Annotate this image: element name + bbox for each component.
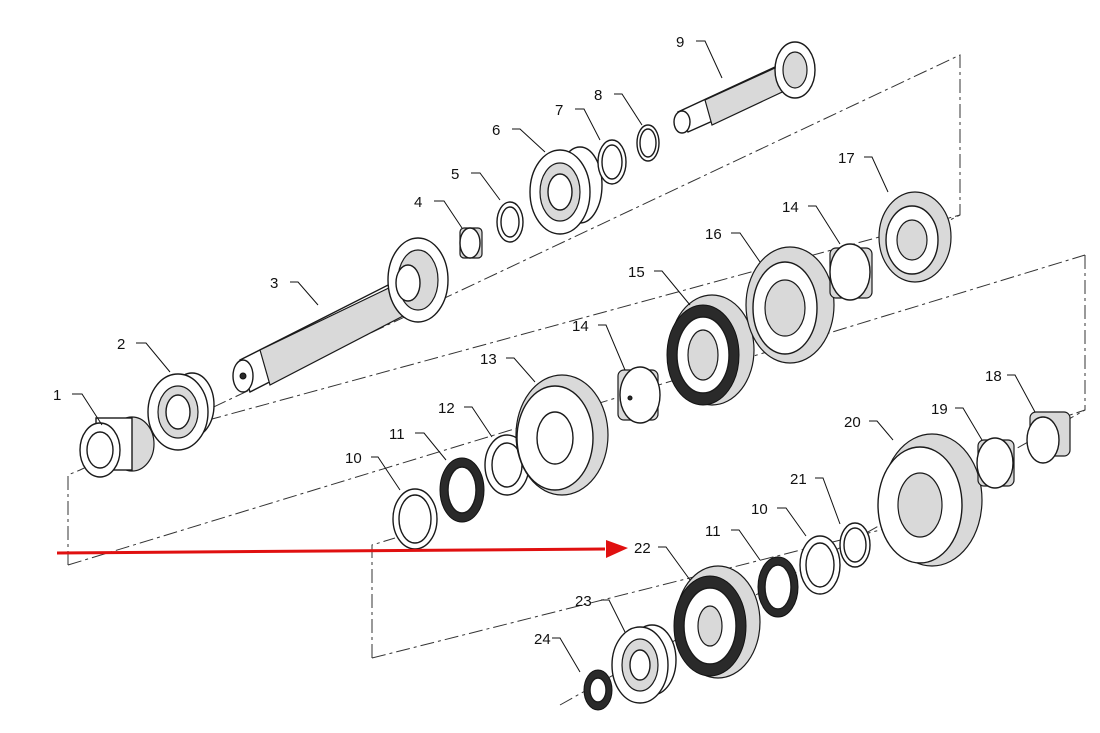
part-16-gear — [745, 246, 835, 364]
callout-13: 13 — [480, 351, 497, 368]
part-21-ring — [839, 522, 871, 568]
callout-16: 16 — [705, 226, 722, 243]
callout-4: 4 — [414, 194, 422, 211]
part-20-gear — [877, 433, 983, 567]
part-6-bearing — [529, 146, 603, 235]
part-3-input-shaft — [232, 237, 449, 394]
part-17-gear — [878, 191, 952, 283]
part-24-nut — [583, 669, 613, 711]
callout-20: 20 — [844, 414, 861, 431]
part-23-bearing — [611, 624, 677, 704]
part-11-thrust-bearing-upper — [439, 457, 485, 523]
callout-5: 5 — [451, 166, 459, 183]
part-14-bushing-middle — [617, 366, 661, 424]
part-10-washer-lower — [799, 535, 841, 595]
callout-8: 8 — [594, 87, 602, 104]
middle-row-assembly — [392, 191, 952, 550]
callout-17: 17 — [838, 150, 855, 167]
callout-12: 12 — [438, 400, 455, 417]
part-10-washer-upper — [392, 488, 438, 550]
lower-row-assembly — [583, 411, 1071, 711]
callout-1: 1 — [53, 387, 61, 404]
callout-9: 9 — [676, 34, 684, 51]
callout-10-upper: 10 — [345, 450, 362, 467]
part-22-synchronizer — [673, 565, 761, 679]
part-11-thrust-bearing-lower — [757, 556, 799, 618]
callout-14-upper: 14 — [782, 199, 799, 216]
part-9-output-shaft — [673, 41, 816, 134]
callout-6: 6 — [492, 122, 500, 139]
part-2-bearing — [147, 372, 215, 451]
callout-23: 23 — [575, 593, 592, 610]
callout-11-upper: 11 — [389, 426, 405, 443]
callout-19: 19 — [931, 401, 948, 418]
part-7-ring — [597, 139, 627, 185]
callout-14-middle: 14 — [572, 318, 589, 335]
callout-18: 18 — [985, 368, 1002, 385]
callout-2: 2 — [117, 336, 125, 353]
callout-24: 24 — [534, 631, 551, 648]
part-14-bushing-upper — [829, 243, 873, 301]
part-1-bushing — [79, 416, 155, 478]
upper-shaft-assembly — [79, 41, 816, 478]
leader-lines — [72, 40, 1036, 673]
part-18-needle-bearing — [1026, 411, 1071, 464]
part-8-snap-ring — [636, 124, 660, 162]
callout-11-lower: 11 — [705, 523, 721, 540]
part-5-ring — [496, 201, 524, 243]
highlight-arrow — [56, 540, 628, 558]
callout-15: 15 — [628, 264, 645, 281]
callout-7: 7 — [555, 102, 563, 119]
callout-21: 21 — [790, 471, 807, 488]
part-19-needle-bearing — [976, 437, 1015, 489]
callout-10-lower: 10 — [751, 501, 768, 518]
callout-3: 3 — [270, 275, 278, 292]
callout-labels: 1 2 3 4 5 6 7 8 9 10 10 11 11 12 13 14 1… — [53, 34, 1002, 648]
part-15-synchronizer — [666, 294, 755, 406]
part-13-gear — [515, 374, 609, 496]
part-4-needle-bearing — [459, 227, 483, 259]
callout-22: 22 — [634, 540, 651, 557]
